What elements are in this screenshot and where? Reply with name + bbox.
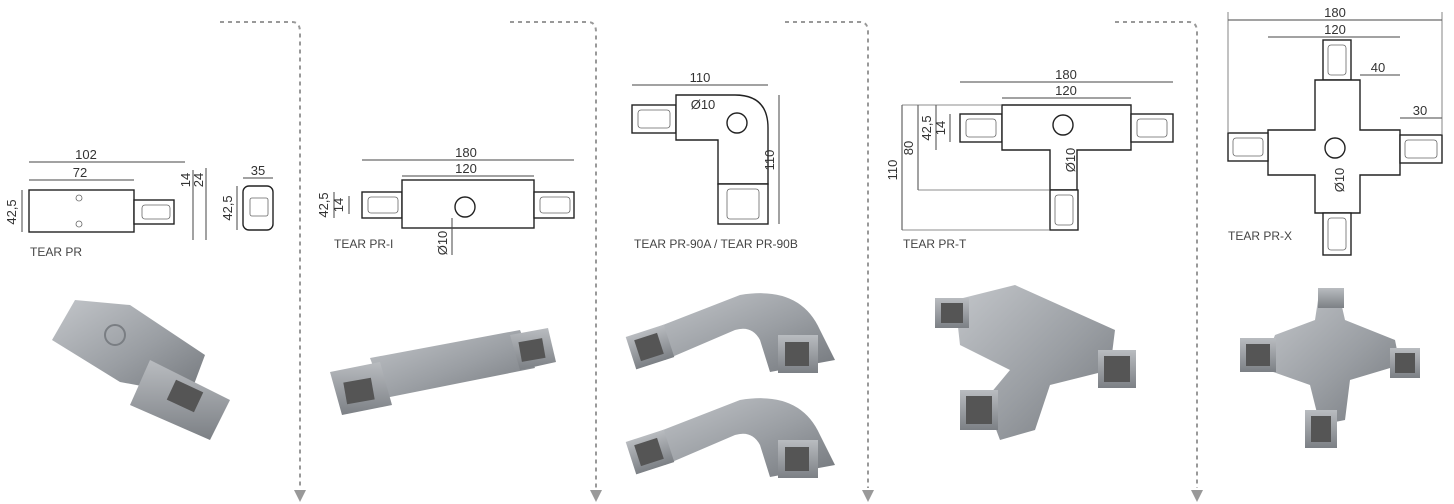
dim-35: 35 bbox=[251, 163, 265, 178]
dim-180: 180 bbox=[1324, 5, 1346, 20]
photo-tear-pr-t bbox=[935, 285, 1136, 440]
dim-42-5: 42,5 bbox=[316, 192, 331, 217]
separator-1 bbox=[220, 21, 301, 488]
dim-14: 14 bbox=[331, 198, 346, 212]
dim-180: 180 bbox=[455, 145, 477, 160]
photo-tear-pr-x bbox=[1240, 288, 1420, 448]
product-tear-pr: 102 72 14 24 42,5 35 42,5 TEAR PR bbox=[4, 147, 274, 440]
photo-tear-pr-90b bbox=[625, 398, 835, 478]
dim-120: 120 bbox=[1324, 22, 1346, 37]
separator-4-arrow-icon bbox=[1191, 490, 1203, 502]
dim-80: 80 bbox=[901, 141, 916, 155]
drawing-tear-pr-t bbox=[901, 81, 1174, 231]
dim-72: 72 bbox=[73, 165, 87, 180]
column-separators bbox=[220, 21, 1203, 502]
drawing-tear-pr-90 bbox=[631, 84, 780, 225]
dim-110-vertical: 110 bbox=[762, 150, 777, 171]
separator-1-arrow-icon bbox=[294, 490, 306, 502]
dim-24: 24 bbox=[191, 173, 206, 187]
dim-14: 14 bbox=[933, 121, 948, 135]
dim-14: 14 bbox=[178, 173, 193, 187]
dim-42-5-end: 42,5 bbox=[220, 195, 235, 220]
separator-2 bbox=[510, 21, 597, 488]
product-tear-pr-t: 180 120 110 80 42,5 14 Ø10 TEAR PR-T bbox=[885, 67, 1174, 440]
dim-40: 40 bbox=[1371, 60, 1385, 75]
caption-tear-pr: TEAR PR bbox=[30, 245, 82, 259]
photo-tear-pr-i bbox=[330, 328, 556, 415]
drawing-tear-pr-x bbox=[1227, 12, 1443, 256]
dim-42-5: 42,5 bbox=[919, 115, 934, 140]
separator-3 bbox=[785, 21, 869, 488]
photo-tear-pr-90a bbox=[625, 293, 835, 373]
dim-42-5: 42,5 bbox=[4, 199, 19, 224]
caption-tear-pr-t: TEAR PR-T bbox=[903, 237, 967, 251]
dim-d10: Ø10 bbox=[691, 97, 716, 112]
dim-120: 120 bbox=[455, 161, 477, 176]
separator-3-arrow-icon bbox=[862, 490, 874, 502]
dim-110: 110 bbox=[690, 70, 711, 85]
dim-120: 120 bbox=[1055, 83, 1077, 98]
dim-d10: Ø10 bbox=[1063, 148, 1078, 173]
caption-tear-pr-90: TEAR PR-90A / TEAR PR-90B bbox=[634, 237, 798, 251]
photo-tear-pr bbox=[52, 300, 230, 440]
product-tear-pr-i: 180 120 42,5 14 Ø10 TEAR PR-I bbox=[316, 145, 575, 415]
dim-d10: Ø10 bbox=[1332, 168, 1347, 193]
caption-tear-pr-x: TEAR PR-X bbox=[1228, 229, 1292, 243]
drawing-tear-pr bbox=[21, 161, 274, 240]
dim-110: 110 bbox=[885, 160, 900, 181]
separator-4 bbox=[1115, 21, 1198, 488]
dim-180: 180 bbox=[1055, 67, 1077, 82]
caption-tear-pr-i: TEAR PR-I bbox=[334, 237, 393, 251]
product-tear-pr-x: 180 120 40 30 Ø10 TEAR PR-X bbox=[1227, 5, 1443, 448]
drawing-tear-pr-i bbox=[333, 159, 575, 255]
dim-d10: Ø10 bbox=[435, 231, 450, 256]
dim-102: 102 bbox=[75, 147, 97, 162]
separator-2-arrow-icon bbox=[590, 490, 602, 502]
dim-30: 30 bbox=[1413, 103, 1427, 118]
product-tear-pr-90: 110 Ø10 110 TEAR PR-90A / TEAR PR-90B bbox=[625, 70, 835, 478]
